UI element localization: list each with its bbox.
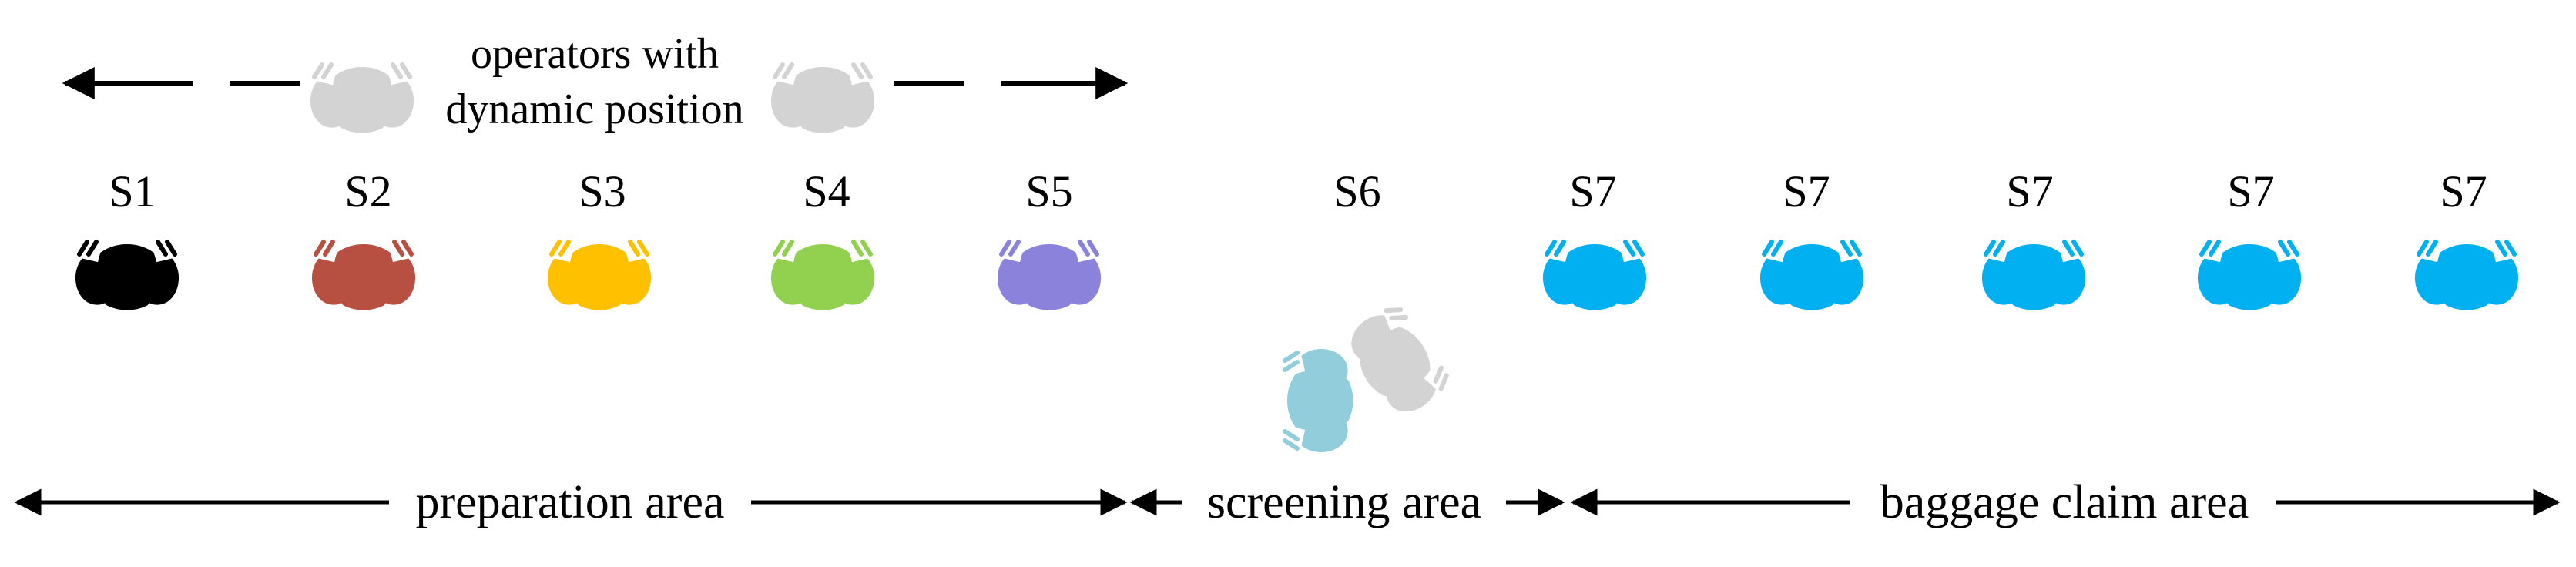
station-label: S7	[2440, 166, 2487, 216]
station-label: S6	[1333, 166, 1380, 216]
operator-icon	[75, 242, 178, 310]
area-label-preparation: preparation area	[415, 476, 724, 528]
ghost-operator-icon	[1339, 300, 1453, 424]
area-label-baggage-claim: baggage claim area	[1880, 476, 2249, 528]
station-label: S2	[344, 166, 391, 216]
operator-icon	[998, 242, 1100, 310]
station-label: S4	[803, 166, 850, 216]
operator-icon	[1760, 242, 1863, 310]
operators-note-line1: operators with	[471, 30, 719, 78]
station-label: S1	[109, 166, 156, 216]
station-label: S7	[2006, 166, 2053, 216]
station-label: S7	[2227, 166, 2274, 216]
operator-icon	[312, 242, 414, 310]
station-operators	[75, 242, 2517, 452]
station-labels: S1 S2 S3 S4 S5 S6 S7 S7 S7 S7 S7	[109, 166, 2487, 216]
operator-icon	[1982, 242, 2085, 310]
area-arrows: preparation area screening area baggage …	[14, 476, 2561, 528]
station-label: S7	[1783, 166, 1830, 216]
operators-note-line2: dynamic position	[445, 86, 743, 133]
ghost-operator-icon	[310, 65, 413, 133]
operator-icon	[548, 242, 650, 310]
ghost-operator-icon	[771, 65, 874, 133]
dynamic-operators-annotation: operators with dynamic position	[62, 30, 1129, 133]
station-label: S5	[1025, 166, 1072, 216]
operator-icon	[771, 242, 874, 310]
operator-icon	[1543, 242, 1645, 310]
station-label: S7	[1569, 166, 1616, 216]
operator-icon	[2198, 242, 2300, 310]
screening-operator-icon	[1285, 349, 1353, 451]
station-label: S3	[579, 166, 626, 216]
operator-icon	[2415, 242, 2517, 310]
area-label-screening: screening area	[1207, 476, 1481, 528]
